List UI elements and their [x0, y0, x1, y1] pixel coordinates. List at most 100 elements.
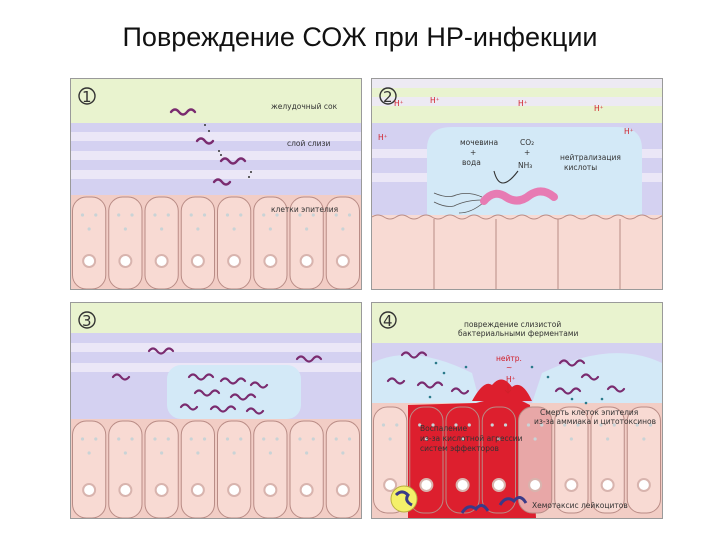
cell-nucleus — [263, 483, 278, 497]
helicobacter-bacterium-large — [480, 187, 558, 205]
cell-granule — [526, 423, 531, 427]
cell-granule — [305, 451, 309, 455]
cell-granule — [347, 213, 352, 217]
panel-4-mucosal-damage: 4 повреждение слизистой бактериальными ф… — [371, 302, 663, 519]
svg-text:3: 3 — [82, 312, 92, 330]
label-cell-death-line2: из-за аммиака и цитотоксинов — [534, 417, 656, 426]
cell-nucleus — [82, 483, 97, 497]
epithelial-cell — [108, 196, 143, 289]
label-of-acid: кислоты — [564, 163, 597, 172]
panel-3-colonization: 3 — [70, 302, 362, 519]
cell-granule — [87, 451, 91, 455]
cell-granule — [467, 423, 471, 427]
epithelial-cell — [325, 196, 360, 289]
label-co2: CO₂ — [520, 138, 534, 147]
epithelial-cell — [289, 196, 324, 289]
svg-text:1: 1 — [82, 88, 92, 106]
epithelial-cell — [325, 420, 360, 518]
cell-granule — [648, 423, 653, 427]
cell-granule — [189, 437, 193, 441]
cell-nucleus — [82, 254, 97, 268]
slide-title: Повреждение СОЖ при НР-инфекции — [122, 22, 598, 52]
cell-nucleus — [190, 483, 205, 497]
cell-nucleus — [227, 483, 242, 497]
cell-granule — [599, 423, 603, 427]
cell-granule — [232, 451, 236, 455]
cell-granule — [454, 423, 458, 427]
cell-granule — [395, 423, 399, 427]
bacteria-group — [386, 351, 626, 395]
epithelial-cell — [217, 420, 252, 518]
trail-dots — [204, 124, 252, 178]
cell-granule — [381, 423, 386, 427]
label-inflammation-line2: из-за кислотной агрессии — [420, 434, 523, 443]
epithelial-cell — [108, 420, 143, 518]
mucosal-defect — [472, 379, 532, 401]
epithelial-cell — [253, 420, 288, 518]
label-chemotaxis: Хемотаксис лейкоцитов — [532, 501, 628, 510]
epithelial-cell — [180, 420, 215, 518]
epithelial-cells-flat — [372, 215, 662, 289]
label-water: вода — [462, 158, 481, 167]
epithelial-cell — [72, 420, 107, 518]
panel-2-urease-neutralization: 2 H⁺ H⁺ H⁺ H⁺ H⁺ H⁺ мочевина + вода CO₂ … — [371, 78, 663, 290]
epithelial-cell — [554, 406, 589, 514]
panel-number-1: 1 — [78, 87, 96, 106]
cell-granule — [418, 423, 422, 427]
label-arrow-separator: ~ — [506, 363, 512, 372]
leukocyte-icon — [390, 485, 418, 513]
cell-nucleus — [154, 254, 169, 268]
cell-granule — [202, 213, 207, 217]
cell-granule — [123, 451, 127, 455]
label-neutralization: нейтрализация — [560, 153, 621, 162]
bacteria-group — [169, 108, 247, 186]
panel-number-4: 4 — [379, 311, 397, 330]
svg-text:H⁺: H⁺ — [394, 99, 404, 108]
cell-granule — [196, 227, 200, 231]
hydrogen-ions: H⁺ H⁺ H⁺ H⁺ H⁺ H⁺ — [378, 96, 634, 142]
toxin-particles — [428, 361, 604, 405]
cell-granule — [166, 213, 170, 217]
svg-text:H⁺: H⁺ — [594, 104, 604, 113]
cell-granule — [225, 437, 230, 441]
label-damage-line1: повреждение слизистой — [464, 320, 561, 329]
reaction-arrow — [493, 170, 519, 184]
label-inflammation-line1: Воспаление — [420, 424, 468, 433]
leukocyte-icon — [460, 504, 490, 514]
epithelial-cell — [518, 406, 553, 514]
cell-granule — [130, 437, 134, 441]
cell-nucleus — [154, 483, 169, 497]
label-mucus-layer: слой слизи — [287, 139, 331, 148]
cell-nucleus — [419, 478, 434, 492]
cell-granule — [160, 451, 164, 455]
cell-granule — [341, 451, 345, 455]
svg-text:4: 4 — [383, 312, 393, 330]
label-inflammation-line3: систем эффекторов — [420, 444, 499, 453]
cell-granule — [347, 437, 352, 441]
cell-granule — [298, 213, 302, 217]
epithelial-cell — [144, 420, 179, 518]
epithelial-cell — [481, 406, 516, 514]
cell-granule — [232, 227, 236, 231]
cell-nucleus — [636, 478, 651, 492]
epithelial-cells — [373, 406, 661, 514]
label-epithelial-cells: клетки эпителия — [271, 205, 338, 214]
cell-granule — [130, 213, 134, 217]
cell-granule — [87, 227, 91, 231]
helicobacter-bacterium — [195, 137, 215, 145]
cell-granule — [563, 423, 567, 427]
cell-granule — [612, 423, 616, 427]
cell-granule — [117, 437, 121, 441]
cell-nucleus — [227, 254, 242, 268]
neutral-zone — [167, 365, 301, 419]
epithelial-cell — [409, 406, 444, 514]
neutral-zone — [427, 127, 642, 215]
cell-granule — [503, 423, 508, 427]
cell-nucleus — [528, 478, 543, 492]
label-plus: + — [470, 148, 476, 157]
label-h-plus: H⁺ — [506, 375, 516, 384]
cell-nucleus — [383, 478, 398, 492]
cell-granule — [123, 227, 127, 231]
flagella — [433, 192, 484, 214]
svg-text:H⁺: H⁺ — [518, 99, 528, 108]
